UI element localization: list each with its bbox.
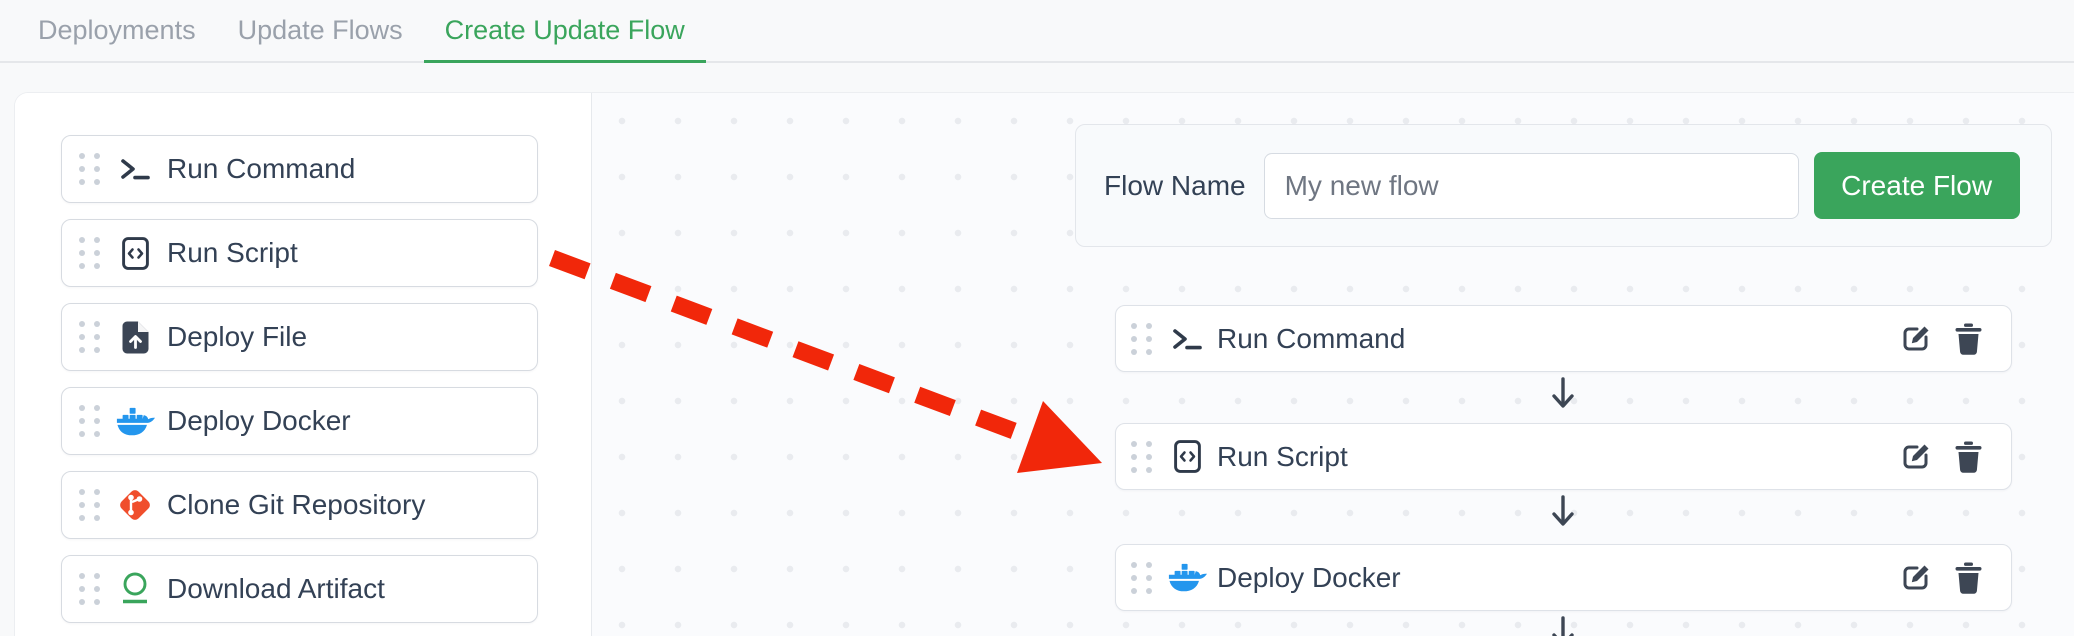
drag-handle-icon[interactable] — [1131, 561, 1152, 594]
drag-handle-icon[interactable] — [79, 153, 100, 185]
trash-icon — [1955, 562, 1982, 594]
trash-icon — [1955, 323, 1982, 355]
edit-step-button[interactable] — [1900, 323, 1932, 355]
drag-handle-icon[interactable] — [79, 489, 100, 521]
edit-icon — [1903, 565, 1929, 589]
tab-update-flows[interactable]: Update Flows — [237, 15, 403, 45]
flow-step-run-script[interactable]: Run Script — [1115, 423, 2012, 490]
step-label: Run Command — [1217, 322, 1406, 354]
palette-item-deploy-file[interactable]: Deploy File — [61, 303, 538, 371]
tab-bar: Deployments Update Flows Create Update F… — [0, 0, 2074, 63]
file-upload-icon — [115, 321, 155, 354]
drag-handle-icon[interactable] — [79, 573, 100, 605]
terminal-icon — [115, 154, 155, 184]
content-panel: Run Command Run Script — [14, 92, 2074, 636]
palette-item-run-command[interactable]: Run Command — [61, 135, 538, 203]
step-palette: Run Command Run Script — [15, 93, 591, 636]
edit-step-button[interactable] — [1900, 562, 1932, 594]
drag-handle-icon[interactable] — [79, 237, 100, 269]
git-icon — [115, 487, 155, 523]
delete-step-button[interactable] — [1954, 323, 1983, 355]
edit-step-button[interactable] — [1900, 441, 1932, 473]
create-flow-button[interactable]: Create Flow — [1813, 152, 2020, 219]
flow-name-input[interactable] — [1263, 152, 1799, 219]
trash-icon — [1955, 441, 1982, 473]
palette-item-label: Run Command — [167, 153, 356, 184]
arrow-down-icon — [1547, 376, 1579, 412]
file-code-icon — [115, 236, 155, 270]
palette-item-label: Deploy Docker — [167, 405, 351, 436]
docker-icon — [115, 406, 155, 437]
terminal-icon — [1167, 324, 1207, 354]
palette-item-clone-git[interactable]: Clone Git Repository — [61, 471, 538, 539]
palette-item-run-script[interactable]: Run Script — [61, 219, 538, 287]
palette-item-download-artifact[interactable]: Download Artifact — [61, 555, 538, 623]
file-code-icon — [1167, 440, 1207, 473]
tab-create-update-flow[interactable]: Create Update Flow — [423, 0, 706, 63]
step-label: Run Script — [1217, 440, 1348, 472]
palette-item-label: Run Script — [167, 237, 298, 268]
drag-handle-icon[interactable] — [1131, 322, 1152, 355]
drag-handle-icon[interactable] — [79, 321, 100, 353]
palette-item-label: Clone Git Repository — [167, 489, 426, 520]
arrow-down-icon — [1547, 615, 1579, 636]
flow-canvas: Flow Name Create Flow Run Command — [591, 93, 2074, 636]
delete-step-button[interactable] — [1954, 441, 1983, 473]
delete-step-button[interactable] — [1954, 562, 1983, 594]
artifact-icon — [115, 572, 155, 606]
flow-name-label: Flow Name — [1104, 169, 1246, 201]
tab-deployments[interactable]: Deployments — [38, 15, 196, 45]
edit-icon — [1903, 444, 1929, 468]
step-label: Deploy Docker — [1217, 561, 1401, 593]
flow-step-run-command[interactable]: Run Command — [1115, 305, 2012, 372]
palette-item-label: Download Artifact — [167, 573, 385, 604]
drag-handle-icon[interactable] — [1131, 440, 1152, 473]
edit-icon — [1903, 326, 1929, 350]
palette-item-deploy-docker[interactable]: Deploy Docker — [61, 387, 538, 455]
palette-item-label: Deploy File — [167, 321, 308, 352]
arrow-down-icon — [1547, 494, 1579, 530]
drag-handle-icon[interactable] — [79, 405, 100, 437]
flow-name-form: Flow Name Create Flow — [1075, 124, 2052, 247]
docker-icon — [1167, 562, 1207, 593]
flow-step-deploy-docker[interactable]: Deploy Docker — [1115, 544, 2012, 611]
